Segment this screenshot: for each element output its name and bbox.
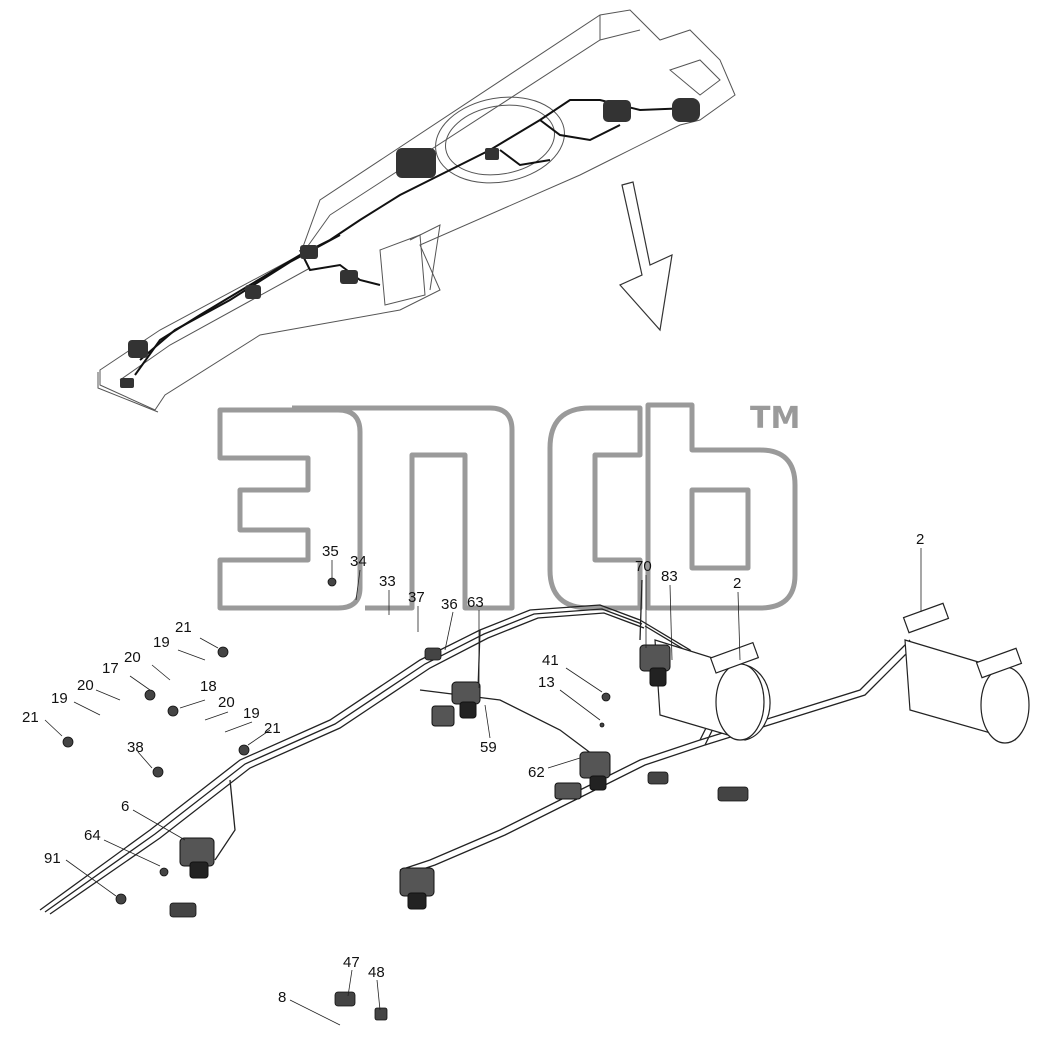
- callout-63: 63: [467, 594, 484, 611]
- valve-rear: [399, 867, 435, 910]
- callout-47: 47: [343, 954, 360, 971]
- callout-62: 62: [528, 764, 545, 781]
- chassis-valve-a: [128, 340, 148, 358]
- valve-62: [554, 751, 611, 800]
- callout-21-top: 21: [175, 619, 192, 636]
- watermark-logo: TM: [217, 401, 800, 611]
- callout-33: 33: [379, 573, 396, 590]
- callout-41: 41: [542, 652, 559, 669]
- callout-8: 8: [278, 989, 286, 1006]
- callout-20-right: 20: [218, 694, 235, 711]
- callout-35: 35: [322, 543, 339, 560]
- callout-13: 13: [538, 674, 555, 691]
- callout-19-right: 19: [243, 705, 260, 722]
- leader-lines: [44, 548, 922, 1026]
- callouts: 35 34 33 37 36 63 70 83 2 2 41 13 21 19 …: [22, 531, 924, 1006]
- callout-34: 34: [350, 553, 367, 570]
- callout-59: 59: [480, 739, 497, 756]
- callout-6: 6: [121, 798, 129, 815]
- chassis-valve-c: [603, 100, 631, 122]
- chassis-valve-b: [396, 148, 436, 178]
- callout-20-top: 20: [124, 649, 141, 666]
- callout-83: 83: [661, 568, 678, 585]
- callout-20-left: 20: [77, 677, 94, 694]
- air-tank-2: [902, 602, 1030, 744]
- callout-64: 64: [84, 827, 101, 844]
- callout-21-left: 21: [22, 709, 39, 726]
- chassis-valve-d: [672, 98, 700, 122]
- callout-18: 18: [200, 678, 217, 695]
- valve-63: [431, 681, 481, 727]
- direction-arrow: [619, 181, 673, 332]
- air-tank-1: [654, 639, 771, 741]
- callout-70: 70: [635, 558, 652, 575]
- callout-38: 38: [127, 739, 144, 756]
- trademark-mark: TM: [750, 401, 800, 436]
- callout-48: 48: [368, 964, 385, 981]
- callout-21-right: 21: [264, 720, 281, 737]
- valve-70-83: [639, 644, 671, 687]
- air-lines: [39, 579, 916, 915]
- valve-6: [179, 837, 215, 879]
- callout-2-front: 2: [733, 575, 741, 592]
- callout-2-rear: 2: [916, 531, 924, 548]
- callout-37: 37: [408, 589, 425, 606]
- callout-19-top: 19: [153, 634, 170, 651]
- callout-17: 17: [102, 660, 119, 677]
- chassis-components: [120, 98, 700, 388]
- callout-91: 91: [44, 850, 61, 867]
- callout-36: 36: [441, 596, 458, 613]
- callout-19-left: 19: [51, 690, 68, 707]
